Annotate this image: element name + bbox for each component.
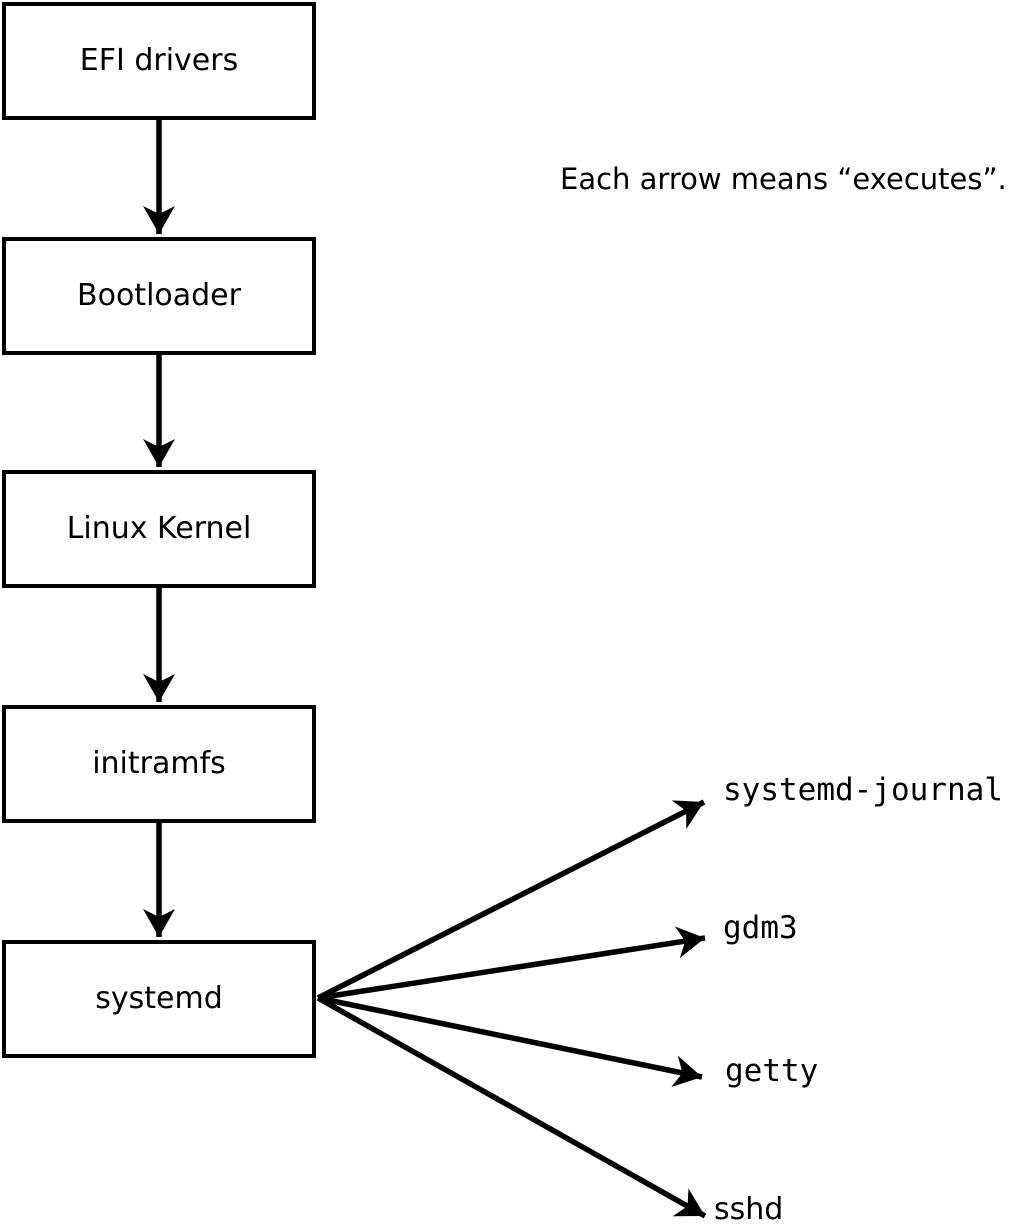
node-systemd: systemd: [2, 940, 316, 1058]
node-bootloader-label: Bootloader: [77, 278, 241, 313]
arrow-systemd-to-journal: [316, 799, 706, 1001]
node-initramfs-label: initramfs: [92, 746, 226, 781]
node-efi-drivers: EFI drivers: [2, 2, 316, 120]
node-getty-label: getty: [725, 1053, 819, 1089]
node-linux-kernel: Linux Kernel: [2, 470, 316, 588]
arrow-systemd-to-gdm3: [317, 926, 706, 1001]
node-sshd-label: sshd: [714, 1192, 784, 1227]
arrow-systemd-to-sshd: [316, 995, 707, 1219]
node-efi-drivers-label: EFI drivers: [79, 43, 239, 78]
node-systemd-label: systemd: [95, 981, 223, 1016]
arrow-systemd-to-getty: [317, 995, 703, 1088]
node-initramfs: initramfs: [2, 705, 316, 823]
node-systemd-journal-label: systemd-journal: [723, 772, 1003, 808]
node-gdm3-label: gdm3: [723, 910, 798, 946]
arrow-legend-note: Each arrow means “executes”.: [560, 162, 1007, 196]
node-bootloader: Bootloader: [2, 237, 316, 355]
node-linux-kernel-label: Linux Kernel: [66, 511, 252, 546]
